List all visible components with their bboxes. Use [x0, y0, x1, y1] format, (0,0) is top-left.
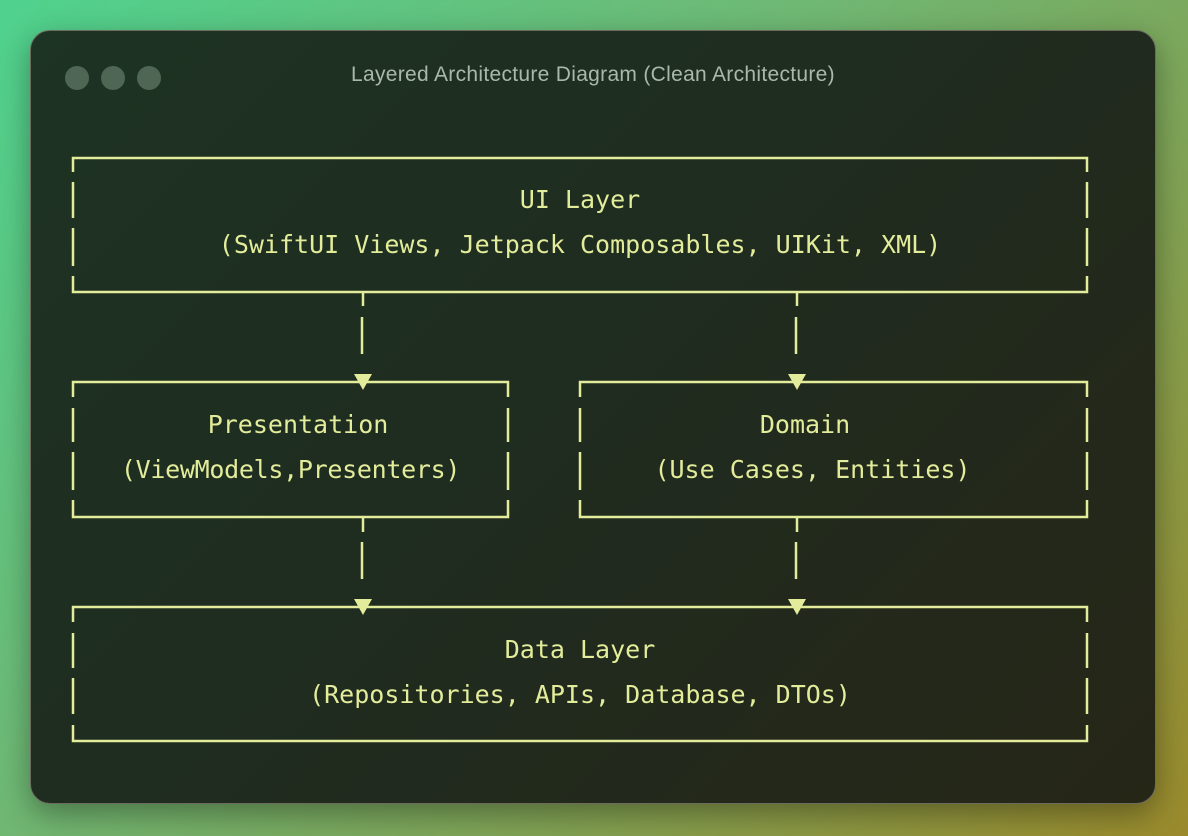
close-button[interactable]: [65, 66, 89, 90]
edge-domain-data: [794, 517, 799, 579]
arrow-head-icon: [788, 374, 806, 390]
arrow-head-icon: [354, 374, 372, 390]
ui-layer-box: [71, 156, 1089, 294]
presentation-subtitle: (ViewModels,Presenters): [120, 455, 461, 484]
minimize-button[interactable]: [101, 66, 125, 90]
presentation-box: [71, 380, 510, 519]
window-title: Layered Architecture Diagram (Clean Arch…: [351, 63, 835, 86]
arrow-head-icon: [788, 599, 806, 615]
data-layer-title: Data Layer: [504, 635, 656, 664]
zoom-button[interactable]: [137, 66, 161, 90]
presentation-title: Presentation: [207, 410, 389, 439]
ui-layer-subtitle: (SwiftUI Views, Jetpack Composables, UIK…: [218, 230, 942, 259]
arrow-head-icon: [354, 599, 372, 615]
domain-box: [578, 380, 1089, 519]
ui-layer-title: UI Layer: [519, 185, 641, 214]
edge-ui-presentation: [360, 292, 365, 354]
data-layer-subtitle: (Repositories, APIs, Database, DTOs): [309, 680, 851, 709]
data-layer-box: [71, 605, 1089, 743]
domain-subtitle: (Use Cases, Entities): [654, 455, 971, 484]
domain-title: Domain: [759, 410, 851, 439]
edge-ui-domain: [794, 292, 799, 354]
edge-presentation-data: [360, 517, 365, 579]
